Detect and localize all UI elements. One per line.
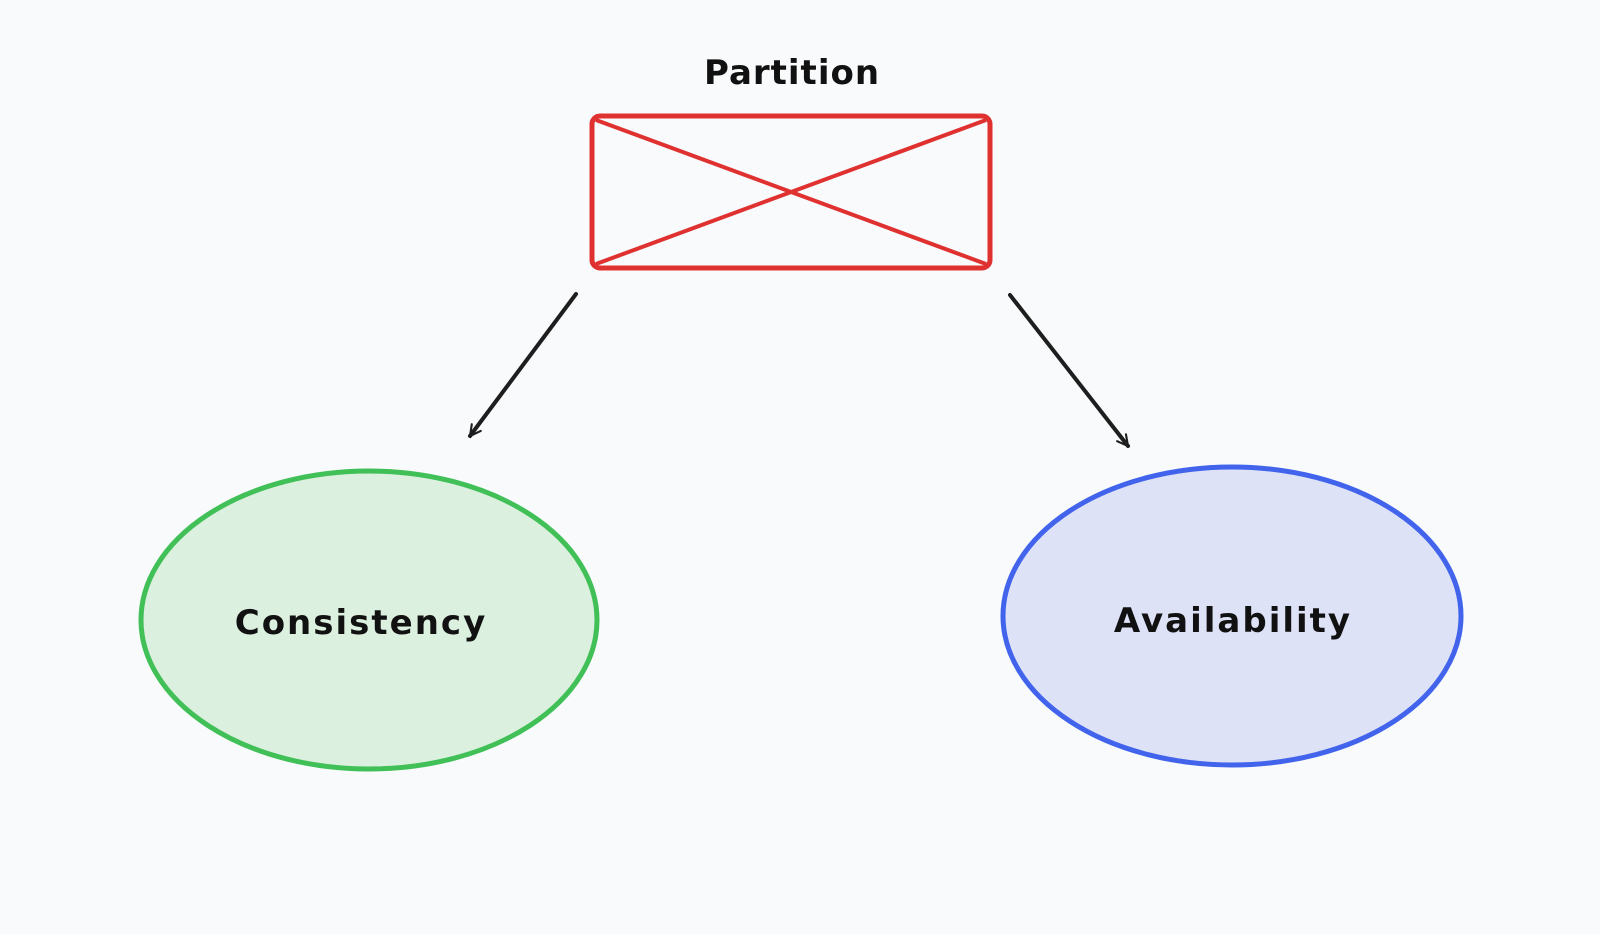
partition-rectangle <box>589 113 993 271</box>
partition-cross-line-2 <box>595 118 987 266</box>
partition-label: Partition <box>704 53 880 93</box>
consistency-ellipse <box>138 468 600 772</box>
arrow-to-consistency[interactable] <box>468 292 578 438</box>
availability-ellipse <box>1000 464 1464 768</box>
partition-box[interactable] <box>589 113 993 271</box>
arrow-to-availability[interactable] <box>1008 293 1130 448</box>
consistency-label: Consistency <box>235 603 487 643</box>
availability-label: Availability <box>1114 601 1352 641</box>
availability-node[interactable]: Availability <box>1000 464 1464 768</box>
consistency-node[interactable]: Consistency <box>138 468 600 772</box>
